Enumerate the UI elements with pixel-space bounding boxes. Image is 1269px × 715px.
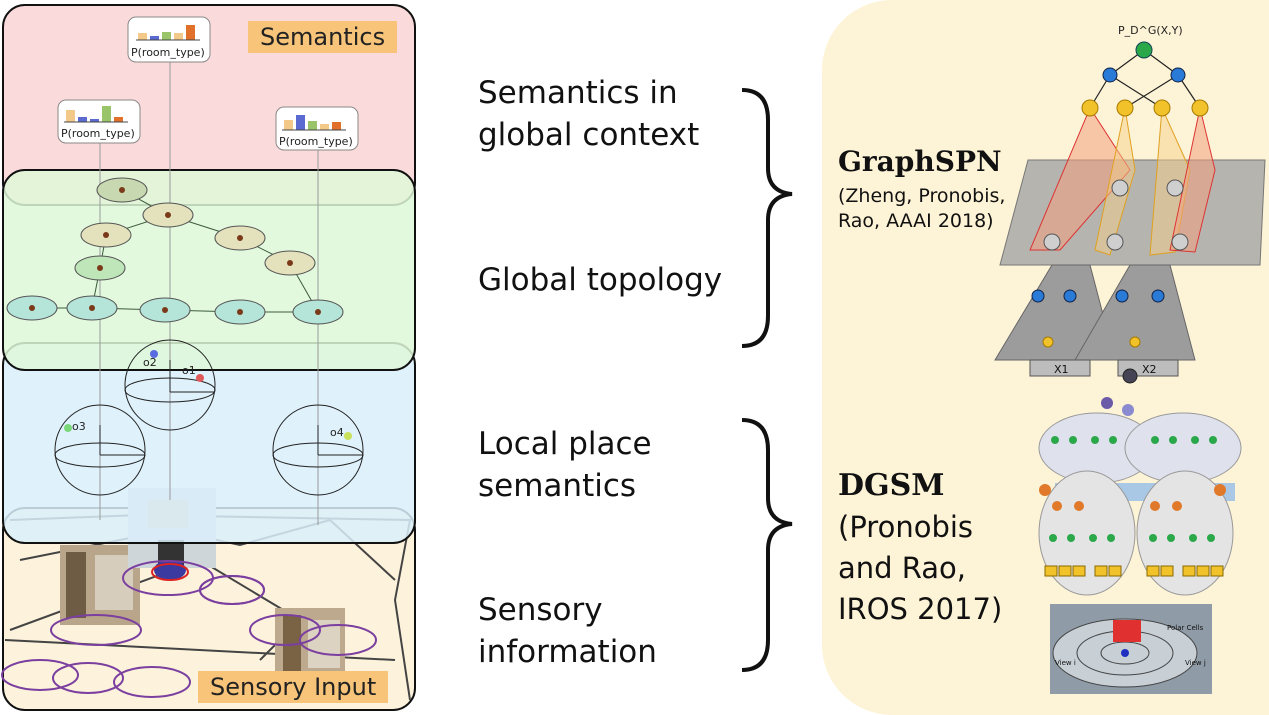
semantics-global-label: Semantics in global context [478,72,699,156]
object-markers [64,350,352,440]
object-label-o2: o2 [143,356,157,369]
dgsm-lower-right [1136,470,1234,596]
dgsm-diagram: View i View j Polar Cells [1038,368,1242,694]
root-distribution-label: P_D^G(X,Y) [1118,24,1183,37]
sensory-line-2: information [478,634,657,670]
place-sphere [54,404,146,496]
x2-label: X2 [1142,363,1157,376]
topology-node-centers [29,187,321,315]
local-line-1: Local place [478,426,652,462]
room-type-histogram: P(room_type) [127,16,211,63]
dgsm-root-node [1122,368,1138,384]
room-type-histogram: P(room_type) [275,106,359,151]
semantics-line-2: global context [478,117,700,153]
vertical-guides [99,62,319,525]
lower-brace [741,418,793,672]
lower-leaf-nodes [1042,336,1141,348]
place-sphere [124,339,216,431]
graphspn-ref-line2: Rao, AAAI 2018) [838,210,994,232]
semantics-line-1: Semantics in [478,75,678,111]
sensory-ellipses [1,560,377,698]
leaf-nodes [1081,99,1209,117]
local-layer [2,342,416,544]
x1-box [1029,359,1091,377]
dgsm-title: DGSM [838,468,945,503]
graphspn-title: GraphSPN [838,145,1002,178]
product-node [1102,67,1118,83]
left-layered-diagram: o1 o2 o3 o4 P(room_type) P(room_type) P(… [1,4,416,711]
dgsm-orange-nodes [1039,484,1226,511]
graphspn-ref-line1: (Zheng, Pronobis, [838,185,1006,207]
dgsm-ref-line3: IROS 2017) [838,592,1003,626]
curly-braces [741,88,793,672]
object-label-o3: o3 [72,420,86,433]
lower-product-nodes [1031,289,1165,303]
robot-position [1121,649,1129,657]
semantics-tag: Semantics [248,21,398,53]
dgsm-sum-node [1122,404,1134,416]
plane-nodes [1043,179,1189,251]
sum-node [1135,41,1153,59]
topology-layer [2,169,416,371]
place-sphere [272,404,364,496]
view-j-label: View j [1185,659,1206,667]
sensory-input-tag: Sensory Input [198,671,389,703]
dgsm-ref-line2: and Rao, [838,551,967,585]
polar-cells-label: Polar Cells [1167,624,1204,632]
room-type-histogram: P(room_type) [57,99,141,144]
view-i-label: View i [1055,659,1076,667]
dgsm-ref-line1: (Pronobis [838,510,974,544]
sensory-information-label: Sensory information [478,589,657,673]
global-topology-label: Global topology [478,262,723,298]
dgsm-lower-green [1049,534,1215,542]
dgsm-product-node [1101,397,1113,409]
polar-highlight [1113,620,1141,642]
local-line-2: semantics [478,468,637,504]
projection-cone [1169,107,1216,253]
svg-text:P(room_type): P(room_type) [279,135,353,148]
dgsm-upper-nodes [1051,436,1217,444]
object-label-o1: o1 [182,364,196,377]
product-node [1170,67,1186,83]
svg-text:P(room_type): P(room_type) [131,46,205,59]
dgsm-polar-units [1044,565,1224,577]
sub-spn-right [1074,264,1196,361]
svg-text:P(room_type): P(room_type) [61,127,135,140]
sensory-line-1: Sensory [478,592,603,628]
dgsm-lower-left [1038,470,1136,596]
object-label-o4: o4 [330,426,344,439]
x1-label: X1 [1054,363,1069,376]
local-place-label: Local place semantics [478,423,652,507]
upper-brace [741,88,793,348]
graphspn-diagram: P_D^G(X,Y) X1 X2 [994,24,1266,377]
